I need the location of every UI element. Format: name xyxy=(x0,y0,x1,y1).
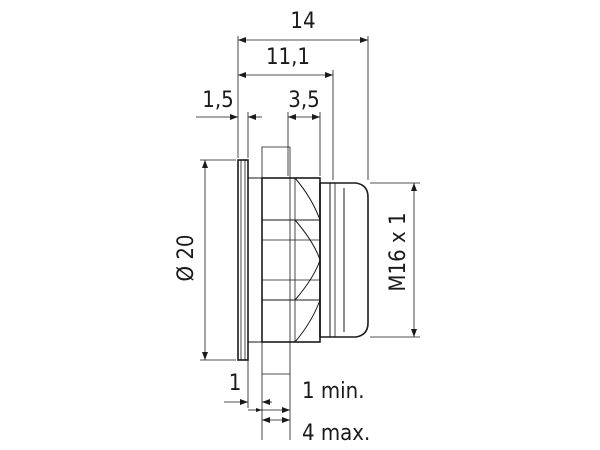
mounting-panel xyxy=(261,146,291,375)
dim-flange-thickness: 1,5 xyxy=(202,88,233,113)
front-flange xyxy=(237,159,249,361)
hex-nut xyxy=(261,177,321,343)
connector-body xyxy=(237,146,369,375)
threaded-body xyxy=(319,182,369,338)
dim-diameter: Ø 20 xyxy=(174,234,199,281)
dim-body-length: 11,1 xyxy=(266,45,310,70)
dim-thread: M16 x 1 xyxy=(386,212,411,291)
dim-nut-width: 3,5 xyxy=(288,88,319,113)
dim-overall-length: 14 xyxy=(290,9,315,34)
dimension-lines xyxy=(196,36,420,440)
dimension-labels: 14 11,1 1,5 3,5 Ø 20 M16 x 1 1 1 min. 4 … xyxy=(174,9,411,446)
dim-panel-max: 4 max. xyxy=(302,421,370,446)
flange-neck xyxy=(247,177,263,343)
dim-flange-gap: 1 xyxy=(229,371,242,396)
dim-panel-min: 1 min. xyxy=(302,379,365,404)
